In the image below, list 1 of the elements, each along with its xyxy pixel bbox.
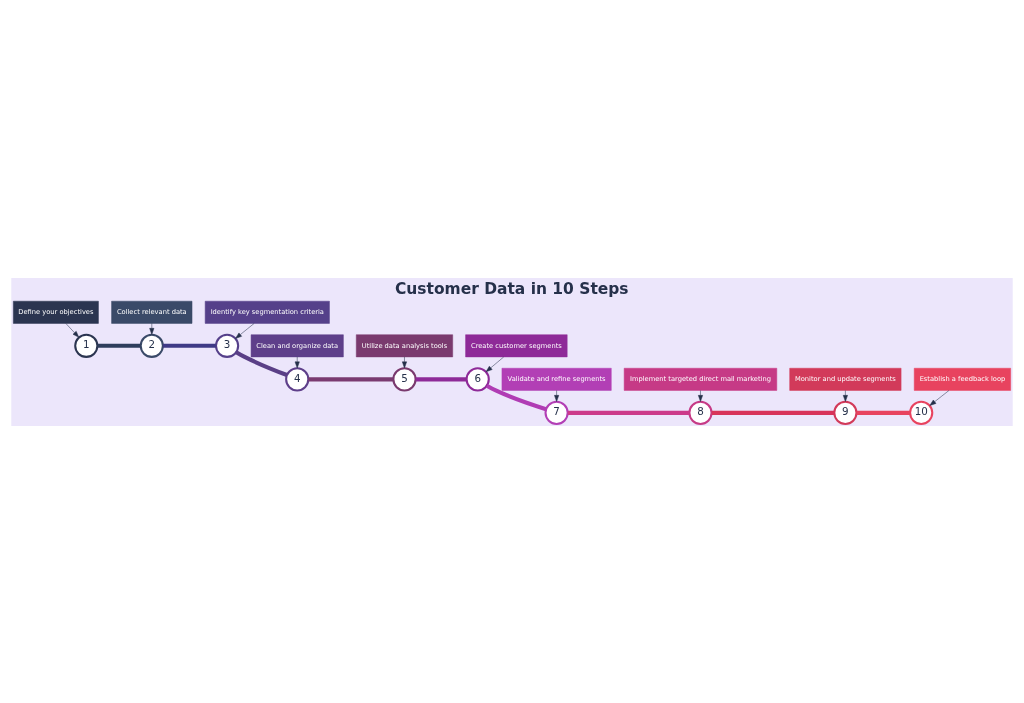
diagram-title: Customer Data in 10 Steps [394, 279, 629, 298]
